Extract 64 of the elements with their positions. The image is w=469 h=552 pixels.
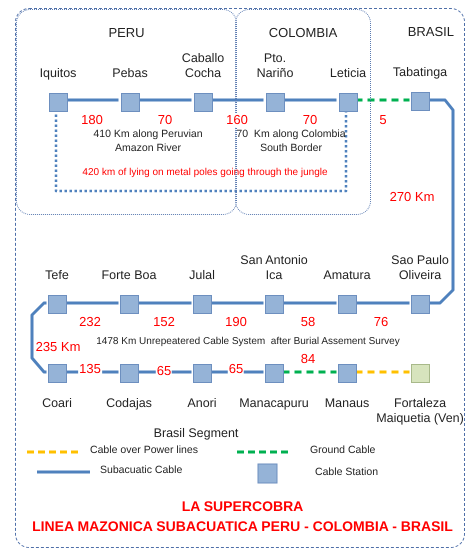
distance-label: 84 [300, 352, 316, 366]
cable-line [54, 110, 348, 192]
region-heading: PERU [108, 25, 145, 40]
caption: LINEA MAZONICA SUBACUATICA PERU - COLOMBIA - BRASIL [31, 518, 454, 534]
distance-label: 70 [156, 113, 174, 128]
cable-line [356, 98, 410, 102]
station-name: Iquitos [40, 66, 76, 80]
cable-line [66, 302, 118, 304]
cable-line [66, 98, 118, 102]
station-name: Leticia [330, 66, 366, 80]
cable-line [282, 98, 336, 102]
distance-label: 270 Km [388, 190, 436, 204]
distance-label: 190 [224, 315, 248, 330]
station-name: Manaus [324, 396, 370, 410]
system-note: 1478 Km Unrepeatered Cable System after Burial Assement Survey [95, 335, 401, 348]
station-name: Codajas [106, 396, 152, 410]
distance-label: 135 [78, 362, 102, 376]
cable-line [282, 370, 336, 374]
distance-label: 70 [302, 113, 318, 128]
region-heading: BRASIL [408, 24, 454, 39]
legend-text: Ground Cable [310, 444, 376, 456]
station-name: Forte Boa [102, 268, 156, 282]
cable-line [356, 302, 410, 304]
cable-line [138, 370, 192, 374]
cable-line [282, 302, 336, 304]
title: LA SUPERCOBRA [180, 498, 304, 514]
station-name: San Antonio Ica [239, 252, 309, 282]
cable-line [428, 98, 454, 304]
legend-text: Cable Station [315, 466, 378, 478]
distance-label: 76 [372, 315, 390, 330]
station-name: Anori [187, 396, 217, 410]
station-name: Amatura [323, 268, 371, 282]
station-name: Manacapuru [239, 396, 309, 410]
station-name: Fortaleza Maiquetia (Ven) [375, 396, 465, 426]
cable-line [210, 98, 264, 102]
station-name: Julal [189, 268, 215, 282]
station-name: Pebas [112, 66, 148, 80]
distance-label: 65 [228, 362, 244, 376]
station-name: Coari [42, 396, 72, 410]
cable-line [30, 302, 46, 374]
distance-label: 65 [156, 364, 172, 378]
station-name: Sao Paulo Oliveira [390, 252, 450, 282]
station-name: Caballo Cocha [180, 50, 226, 80]
legend-text: Subacuatic Cable [100, 464, 182, 476]
distance-label: 235 Km [34, 340, 82, 354]
distance-label: 58 [300, 315, 316, 330]
segment-heading: Brasil Segment [152, 425, 240, 442]
legend-text: Cable over Power lines [90, 444, 198, 456]
cable-line [210, 302, 264, 304]
distance-label: 232 [78, 315, 102, 330]
station-name: Tefe [45, 268, 69, 282]
route-note: 70 Km along Colombia South Border [235, 128, 347, 156]
cable-line [138, 302, 192, 304]
station-name: Tabatinga [392, 64, 448, 80]
route-note: 420 km of lying on metal poles going through the jungle [81, 166, 329, 179]
distance-label: 5 [378, 113, 388, 128]
distance-label: 180 [80, 113, 104, 128]
station-name: Pto. Nariño [256, 50, 294, 80]
cable-line [356, 370, 410, 374]
distance-label: 152 [152, 315, 176, 330]
distance-label: 160 [225, 113, 249, 128]
route-note: 410 Km along Peruvian Amazon River [92, 128, 204, 156]
cable-line [138, 98, 192, 102]
region-heading: COLOMBIA [268, 25, 338, 40]
